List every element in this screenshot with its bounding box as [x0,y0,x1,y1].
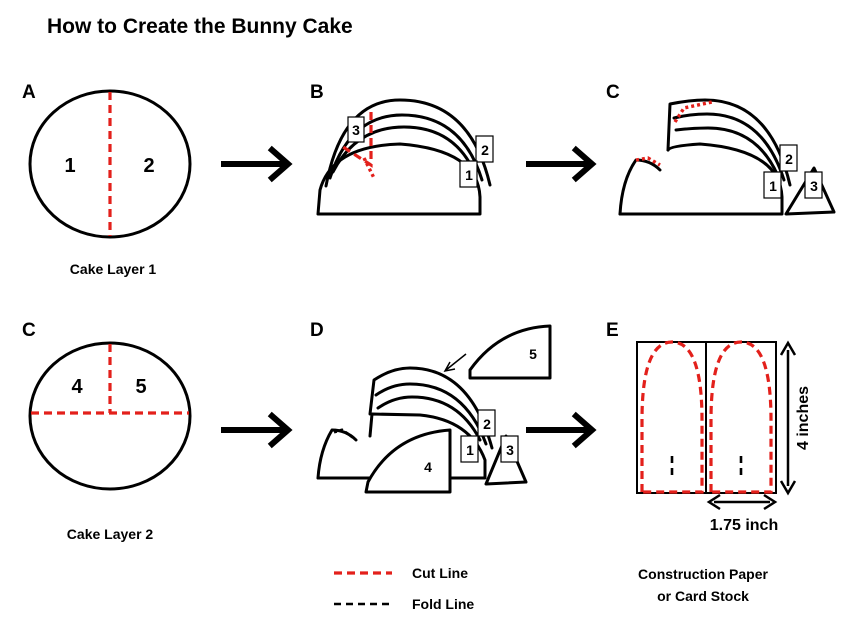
panel-c-layer2-label: C [22,320,36,341]
panel-c-top: C 2 1 3 [606,82,836,216]
height-arrow-top [779,340,797,356]
arrow-c-to-d [221,411,293,449]
tag-1-box-b [459,160,478,188]
arrow-b-to-c [526,145,597,183]
tag-1-b: 1 [465,167,473,183]
cut-line-b [339,112,373,168]
paper-caption-line2: or Card Stock [657,588,749,604]
panel-a-label: A [22,82,36,103]
legend-fold-label: Fold Line [412,596,474,612]
tag-3-box-c [804,171,823,199]
small-arrow-head [443,361,456,373]
tag-3-box-d [500,435,519,463]
tag-1-c: 1 [769,178,777,194]
legend-cut-label: Cut Line [412,565,468,581]
arc-outer-c [666,98,792,187]
panel-c-top-label: C [606,82,620,103]
legend: Cut Line Fold Line [334,565,474,612]
cake-half-body-c [618,142,784,216]
arc-middle-c [672,112,786,182]
tag-2-b: 2 [481,142,489,158]
ear-left-piece-c [618,158,662,216]
page-title: How to Create the Bunny Cake [47,15,353,38]
tag-2-c: 2 [785,151,793,167]
cut-dotted-c-left [635,156,661,167]
cake-layer-2-circle [28,341,192,491]
ear-template-left [640,340,704,494]
arrow-d-to-e [526,411,597,449]
piece-2-label: 2 [143,155,154,177]
piece-5-label-d: 5 [529,346,537,362]
arc-inner-d [376,395,482,442]
cut-dotted-c-top [673,100,713,123]
width-arrow-right [763,493,778,511]
tag-3-d: 3 [506,442,514,458]
piece-5-label: 5 [135,376,146,398]
cake-layer-2-caption: Cake Layer 2 [67,526,154,542]
width-label: 1.75 inch [710,517,778,534]
tag-2-box-b [475,135,494,163]
panel-e: E 4 inches 1.75 inch Construction Paper … [606,320,812,604]
paper-caption-line1: Construction Paper [638,566,768,582]
tag-1-box-c [763,171,782,199]
arrow-a-to-b [221,145,293,183]
tag-3-box-b [347,116,365,143]
piece-5-quarter [468,324,552,380]
tag-1-box-d [460,435,479,463]
small-arrow-line [445,353,467,371]
fold-dotted-d [333,428,355,440]
cake-body-d [316,412,487,480]
panel-a: A 1 2 Cake Layer 1 [22,82,192,277]
piece-4-label: 4 [71,376,83,398]
tag-3-c: 3 [810,178,818,194]
piece-1-label: 1 [64,155,75,177]
tag-2-box-c [779,144,798,172]
arc-outer [324,98,492,188]
tag-2-d: 2 [483,416,491,432]
panel-b-label: B [310,82,324,103]
height-arrow-bottom [779,480,797,496]
ear-left-piece-d [316,428,358,480]
tag-3-b: 3 [352,122,360,138]
cake-layer-1-circle [28,89,192,239]
piece-4-label-d: 4 [424,459,432,475]
panel-b: B 3 2 1 [310,82,494,216]
panel-d-label: D [310,320,324,341]
cake-layer-1-caption: Cake Layer 1 [70,261,157,277]
height-label: 4 inches [795,386,812,450]
width-arrow-left [706,493,721,511]
tag-1-d: 1 [466,442,474,458]
panel-e-label: E [606,320,619,341]
arc-inner-c [674,126,780,178]
ear-template-right [709,340,773,494]
tag-2-box-d [477,409,496,437]
panel-d: D 5 4 2 1 3 [310,320,552,494]
piece-4-quarter [364,428,452,494]
cut-dotted-b [362,157,376,179]
panel-c-layer2: C 4 5 Cake Layer 2 [22,320,192,542]
cake-half-body [316,142,482,216]
arc-middle-d [374,382,488,446]
arc-middle [328,113,484,182]
